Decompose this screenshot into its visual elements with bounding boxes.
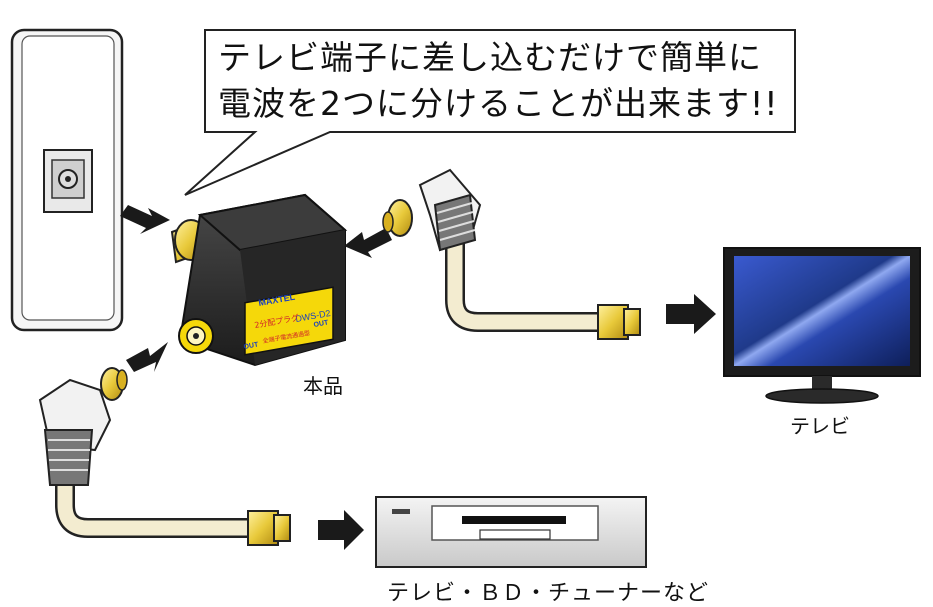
arrow-to-wall (120, 205, 170, 234)
splitter-device (170, 193, 348, 367)
arrow-to-tv (666, 294, 716, 334)
arrow-cable-to-splitter-out (126, 342, 168, 372)
recorder-cable (38, 367, 291, 546)
callout-bubble (184, 29, 796, 196)
tv-label: テレビ (790, 414, 850, 438)
recorder-cable-plug (38, 367, 128, 486)
product-port-right-marking: OUT (313, 319, 329, 329)
tv-cable (382, 168, 641, 340)
product-port-left-marking: OUT (243, 341, 259, 351)
wall-outlet (10, 28, 124, 332)
tv-illustration (723, 247, 921, 404)
recorder-label: テレビ・ＢＤ・チューナーなど (387, 581, 710, 606)
tv-cable-plug (382, 168, 482, 252)
arrow-cable-to-device (344, 228, 392, 258)
callout-line-1: テレビ端子に差し込むだけで簡単に (218, 38, 762, 77)
callout-line-2: 電波を2つに分けることが出来ます!! (218, 84, 779, 123)
recorder-illustration (375, 496, 647, 568)
product-label: 本品 (303, 374, 343, 398)
arrow-to-recorder (318, 510, 364, 550)
